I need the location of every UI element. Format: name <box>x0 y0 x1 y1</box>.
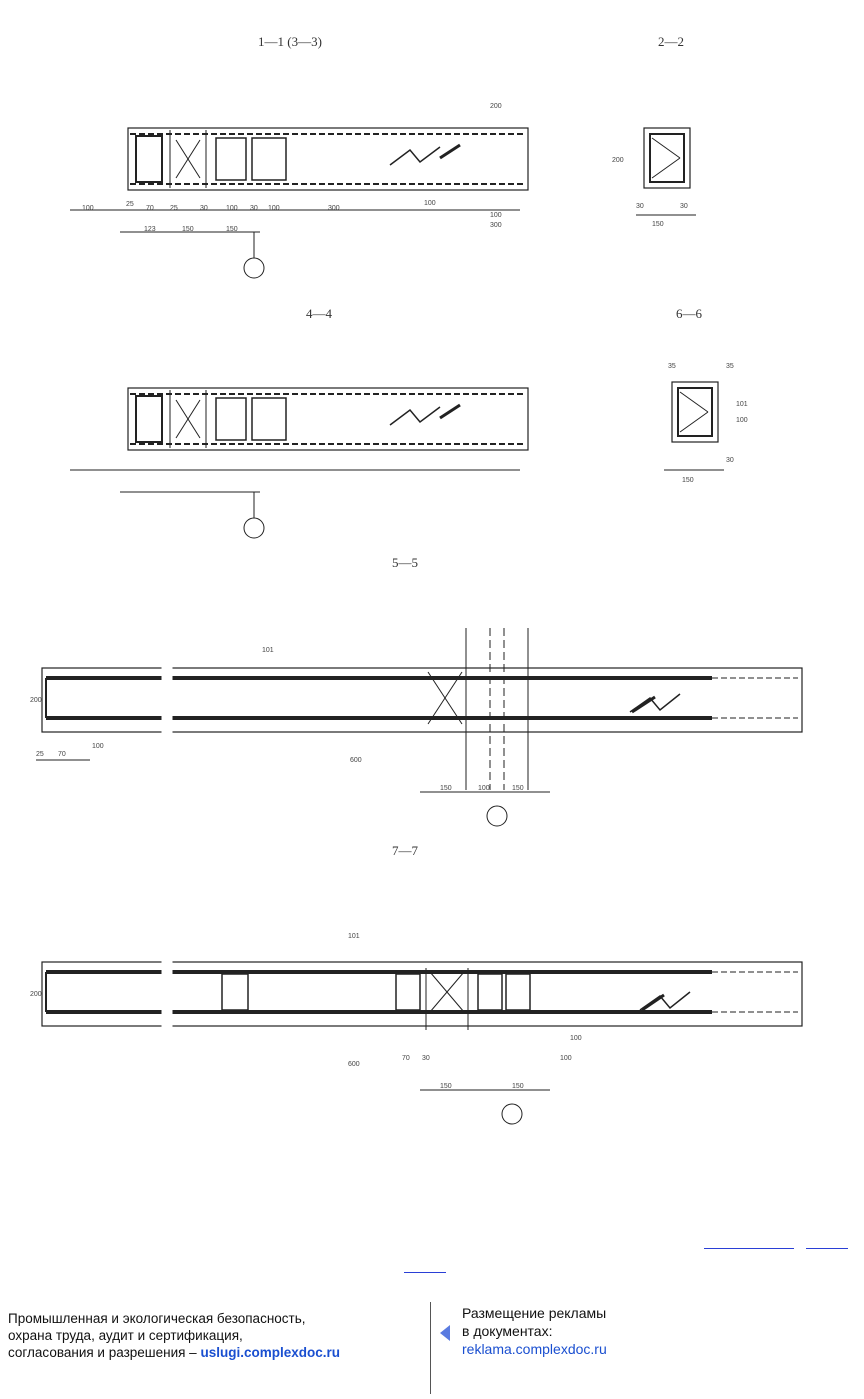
footer-services-line: Промышленная и экологическая безопасност… <box>8 1311 306 1326</box>
dim-label: 100 <box>490 212 502 219</box>
dim-label: 123 <box>144 226 156 233</box>
dim-label: 25 <box>126 201 134 208</box>
dim-label: 101 <box>736 401 748 408</box>
section-title-1-1: 1—1 (3—3) <box>258 34 322 49</box>
footer-ads-line: Размещение рекламы <box>462 1305 607 1321</box>
dim-label: 300 <box>328 205 340 212</box>
dim-label: 100 <box>736 417 748 424</box>
dim-label: 70 <box>402 1055 410 1062</box>
dim-label: 150 <box>182 226 194 233</box>
section-title-6-6: 6—6 <box>676 306 703 321</box>
dim-label: 100 <box>560 1055 572 1062</box>
dim-label: 30 <box>726 457 734 464</box>
dim-label: 600 <box>350 757 362 764</box>
dim-label: 150 <box>512 785 524 792</box>
dim-label: 600 <box>348 1061 360 1068</box>
footer-services-text: согласования и разрешения – <box>8 1345 197 1360</box>
dim-label: 25 <box>36 751 44 758</box>
dim-label: 30 <box>636 203 644 210</box>
dim-label: 30 <box>422 1055 430 1062</box>
footer-services-line: охрана труда, аудит и сертификация, <box>8 1328 243 1343</box>
link-underline[interactable] <box>404 1272 446 1273</box>
dim-label: 200 <box>30 697 42 704</box>
dim-label: 101 <box>348 933 360 940</box>
dim-label: 150 <box>682 477 694 484</box>
section-2-2-drawing <box>636 127 696 216</box>
dim-label: 150 <box>512 1083 524 1090</box>
footer-ads-block: Размещение рекламы в документах: reklama… <box>462 1304 762 1358</box>
dim-label: 100 <box>424 200 436 207</box>
dim-label: 30 <box>250 205 258 212</box>
footer-ads-line: в документах: <box>462 1323 553 1339</box>
dim-label: 200 <box>30 991 42 998</box>
dim-label: 150 <box>440 1083 452 1090</box>
footer-divider <box>430 1302 431 1394</box>
arrow-left-icon <box>440 1325 450 1341</box>
dim-label: 200 <box>490 103 502 110</box>
footer-services-block: Промышленная и экологическая безопасност… <box>8 1310 428 1361</box>
footer-ads-link[interactable]: reklama.complexdoc.ru <box>462 1341 607 1357</box>
section-title-2-2: 2—2 <box>658 34 684 49</box>
dim-label: 70 <box>146 205 154 212</box>
section-6-6-drawing <box>664 381 724 471</box>
dim-label: 35 <box>726 363 734 370</box>
footer-services-line: согласования и разрешения – uslugi.compl… <box>8 1344 428 1361</box>
dim-label: 100 <box>92 743 104 750</box>
dim-label: 300 <box>490 222 502 229</box>
dim-label: 100 <box>226 205 238 212</box>
dim-label: 70 <box>58 751 66 758</box>
dim-label: 200 <box>612 157 624 164</box>
dim-label: 150 <box>652 221 664 228</box>
dim-label: 100 <box>478 785 490 792</box>
section-title-4-4: 4—4 <box>306 306 333 321</box>
dim-label: 100 <box>82 205 94 212</box>
dim-label: 100 <box>570 1035 582 1042</box>
dim-label: 150 <box>226 226 238 233</box>
section-title-5-5: 5—5 <box>392 555 418 570</box>
dim-label: 30 <box>680 203 688 210</box>
dim-label: 101 <box>262 647 274 654</box>
dim-label: 25 <box>170 205 178 212</box>
footer-services-link[interactable]: uslugi.complexdoc.ru <box>200 1345 340 1360</box>
section-4-4-drawing <box>70 387 529 539</box>
dim-label: 35 <box>668 363 676 370</box>
link-underline[interactable] <box>704 1248 794 1249</box>
dim-label: 150 <box>440 785 452 792</box>
link-underline[interactable] <box>806 1248 848 1249</box>
dim-label: 100 <box>268 205 280 212</box>
dim-label: 30 <box>200 205 208 212</box>
section-7-7-drawing <box>41 955 803 1125</box>
section-1-1-drawing <box>70 127 529 279</box>
section-5-5-drawing <box>36 628 803 827</box>
section-title-7-7: 7—7 <box>392 843 419 858</box>
